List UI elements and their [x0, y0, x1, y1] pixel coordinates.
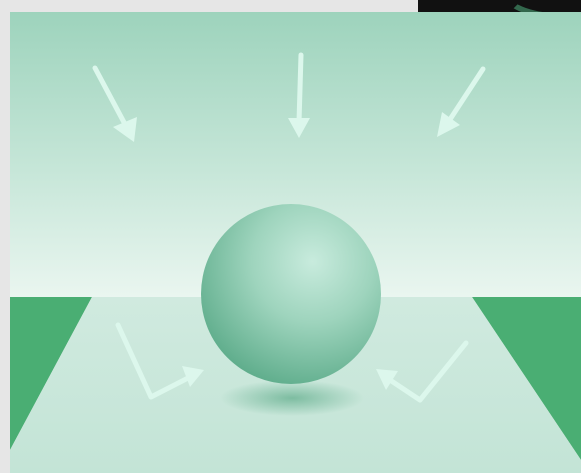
sphere-shadow: [220, 380, 364, 416]
sphere: [201, 204, 381, 384]
